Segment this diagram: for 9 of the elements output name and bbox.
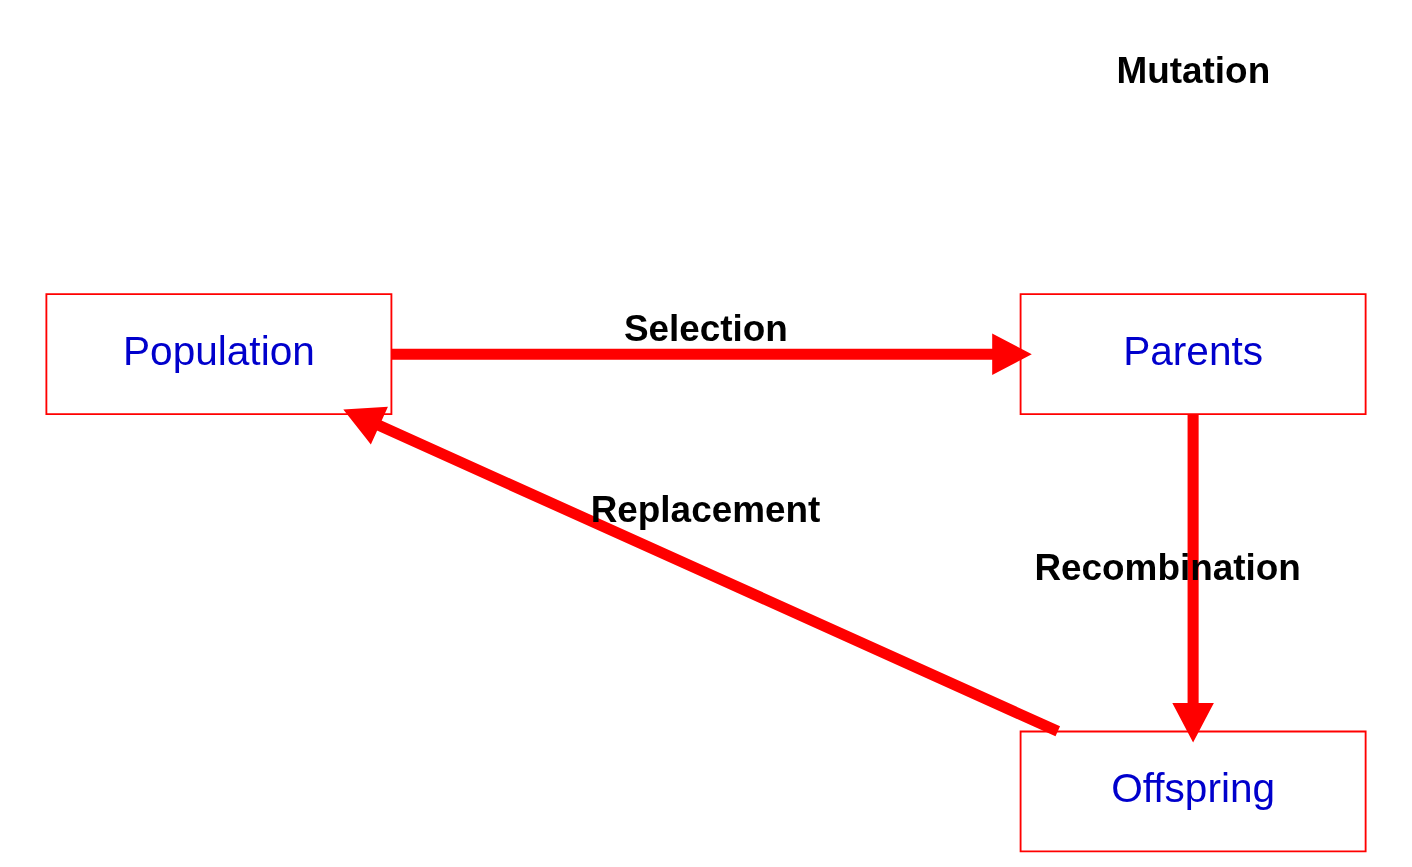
- arrow: [1172, 414, 1214, 743]
- edge-label: Selection: [623, 308, 788, 350]
- arrow: [343, 406, 1061, 737]
- node-box: Parents: [1019, 293, 1367, 416]
- label: Mutation: [1116, 49, 1271, 91]
- arrow: [391, 333, 1032, 375]
- node-box: Population: [45, 293, 393, 416]
- node-box: Offspring: [1019, 730, 1367, 853]
- edge-label: Replacement: [590, 489, 821, 531]
